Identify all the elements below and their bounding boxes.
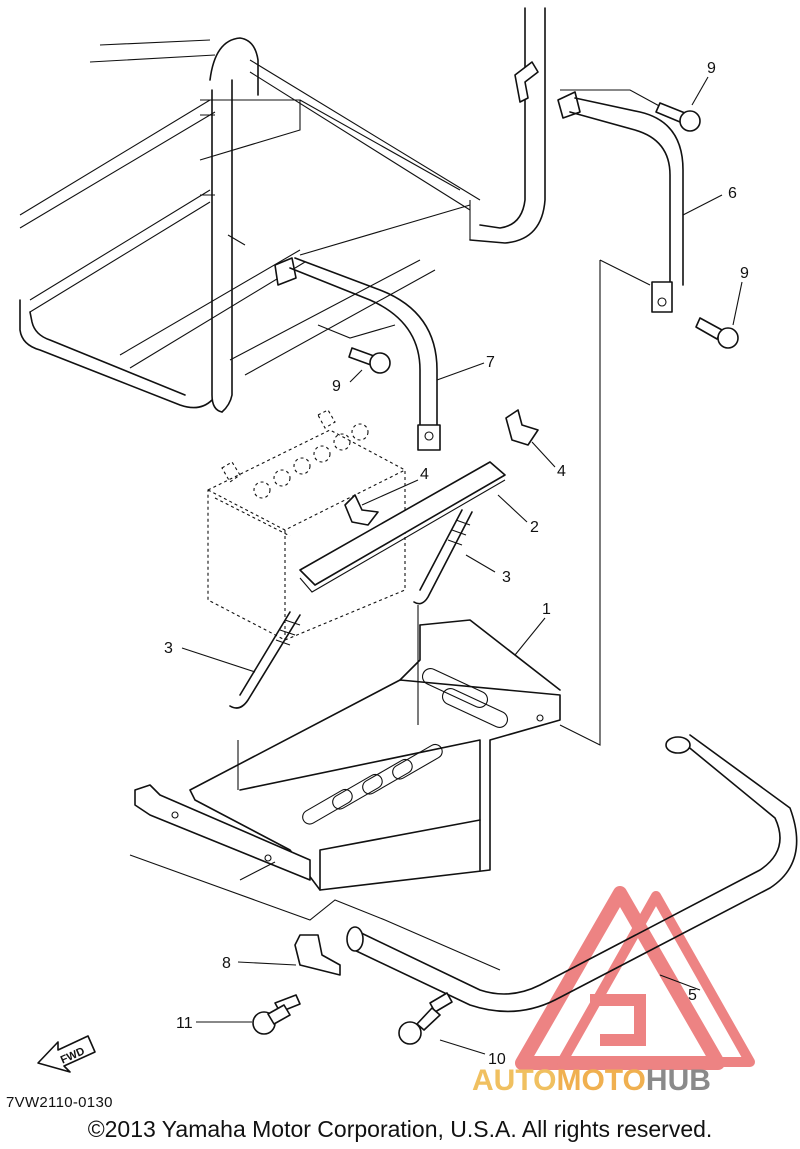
part-9-bolt-middle: [348, 347, 391, 374]
part-3-rod-right: [413, 509, 473, 605]
tray-slots: [302, 668, 509, 825]
callout-5: 5: [688, 987, 697, 1004]
callout-10: 10: [488, 1051, 506, 1068]
part-5-guard-pipe: [346, 734, 798, 1013]
callout-4-right: 4: [557, 463, 566, 480]
part-1-battery-box: [134, 619, 561, 891]
part-2-battery-band: [299, 461, 506, 593]
part-6-stay-bracket: [557, 89, 684, 313]
fwd-arrow: FWD: [37, 1035, 96, 1073]
alignment-lines: [129, 259, 651, 971]
callout-3-right: 3: [502, 569, 511, 586]
watermark-auto: AUTO: [472, 1064, 557, 1097]
part-3-rod-left: [229, 611, 301, 709]
callout-9-middle: 9: [332, 378, 341, 395]
part-7-stay-bracket: [274, 257, 441, 451]
battery-caps: [253, 423, 369, 499]
diagram-code: 7VW2110-0130: [6, 1094, 113, 1111]
callout-6: 6: [728, 185, 737, 202]
part-8-clamp: [294, 934, 341, 976]
callout-9-right: 9: [740, 265, 749, 282]
battery-outline: [207, 409, 406, 641]
part-4-wing-nut-left: [344, 494, 379, 526]
callout-9-top: 9: [707, 60, 716, 77]
callout-4-left: 4: [420, 466, 429, 483]
cargo-rack-frame: [19, 7, 546, 413]
callout-1: 1: [542, 601, 551, 618]
part-11-bolt: [252, 994, 301, 1035]
part-4-wing-nut-right: [505, 409, 539, 446]
part-10-bolt: [398, 992, 453, 1045]
callout-7: 7: [486, 354, 495, 371]
watermark-logo: [515, 886, 755, 1070]
watermark-hub: HUB: [645, 1064, 711, 1097]
callout-2: 2: [530, 519, 539, 536]
part-9-bolt-top: [655, 102, 701, 132]
callout-labels: 1 2 3 3 4 4 5 6 7 8 9 9 9 10 11: [164, 60, 749, 1068]
callout-8: 8: [222, 955, 231, 972]
callout-11: 11: [176, 1015, 193, 1032]
watermark-moto: MOTO: [556, 1064, 646, 1097]
copyright-notice: ©2013 Yamaha Motor Corporation, U.S.A. A…: [87, 1116, 713, 1142]
callout-3-left: 3: [164, 640, 173, 657]
watermark-text: AUTOMOTOHUB: [472, 1064, 711, 1098]
part-9-bolt-right: [695, 317, 739, 349]
leader-lines: [181, 76, 743, 1055]
